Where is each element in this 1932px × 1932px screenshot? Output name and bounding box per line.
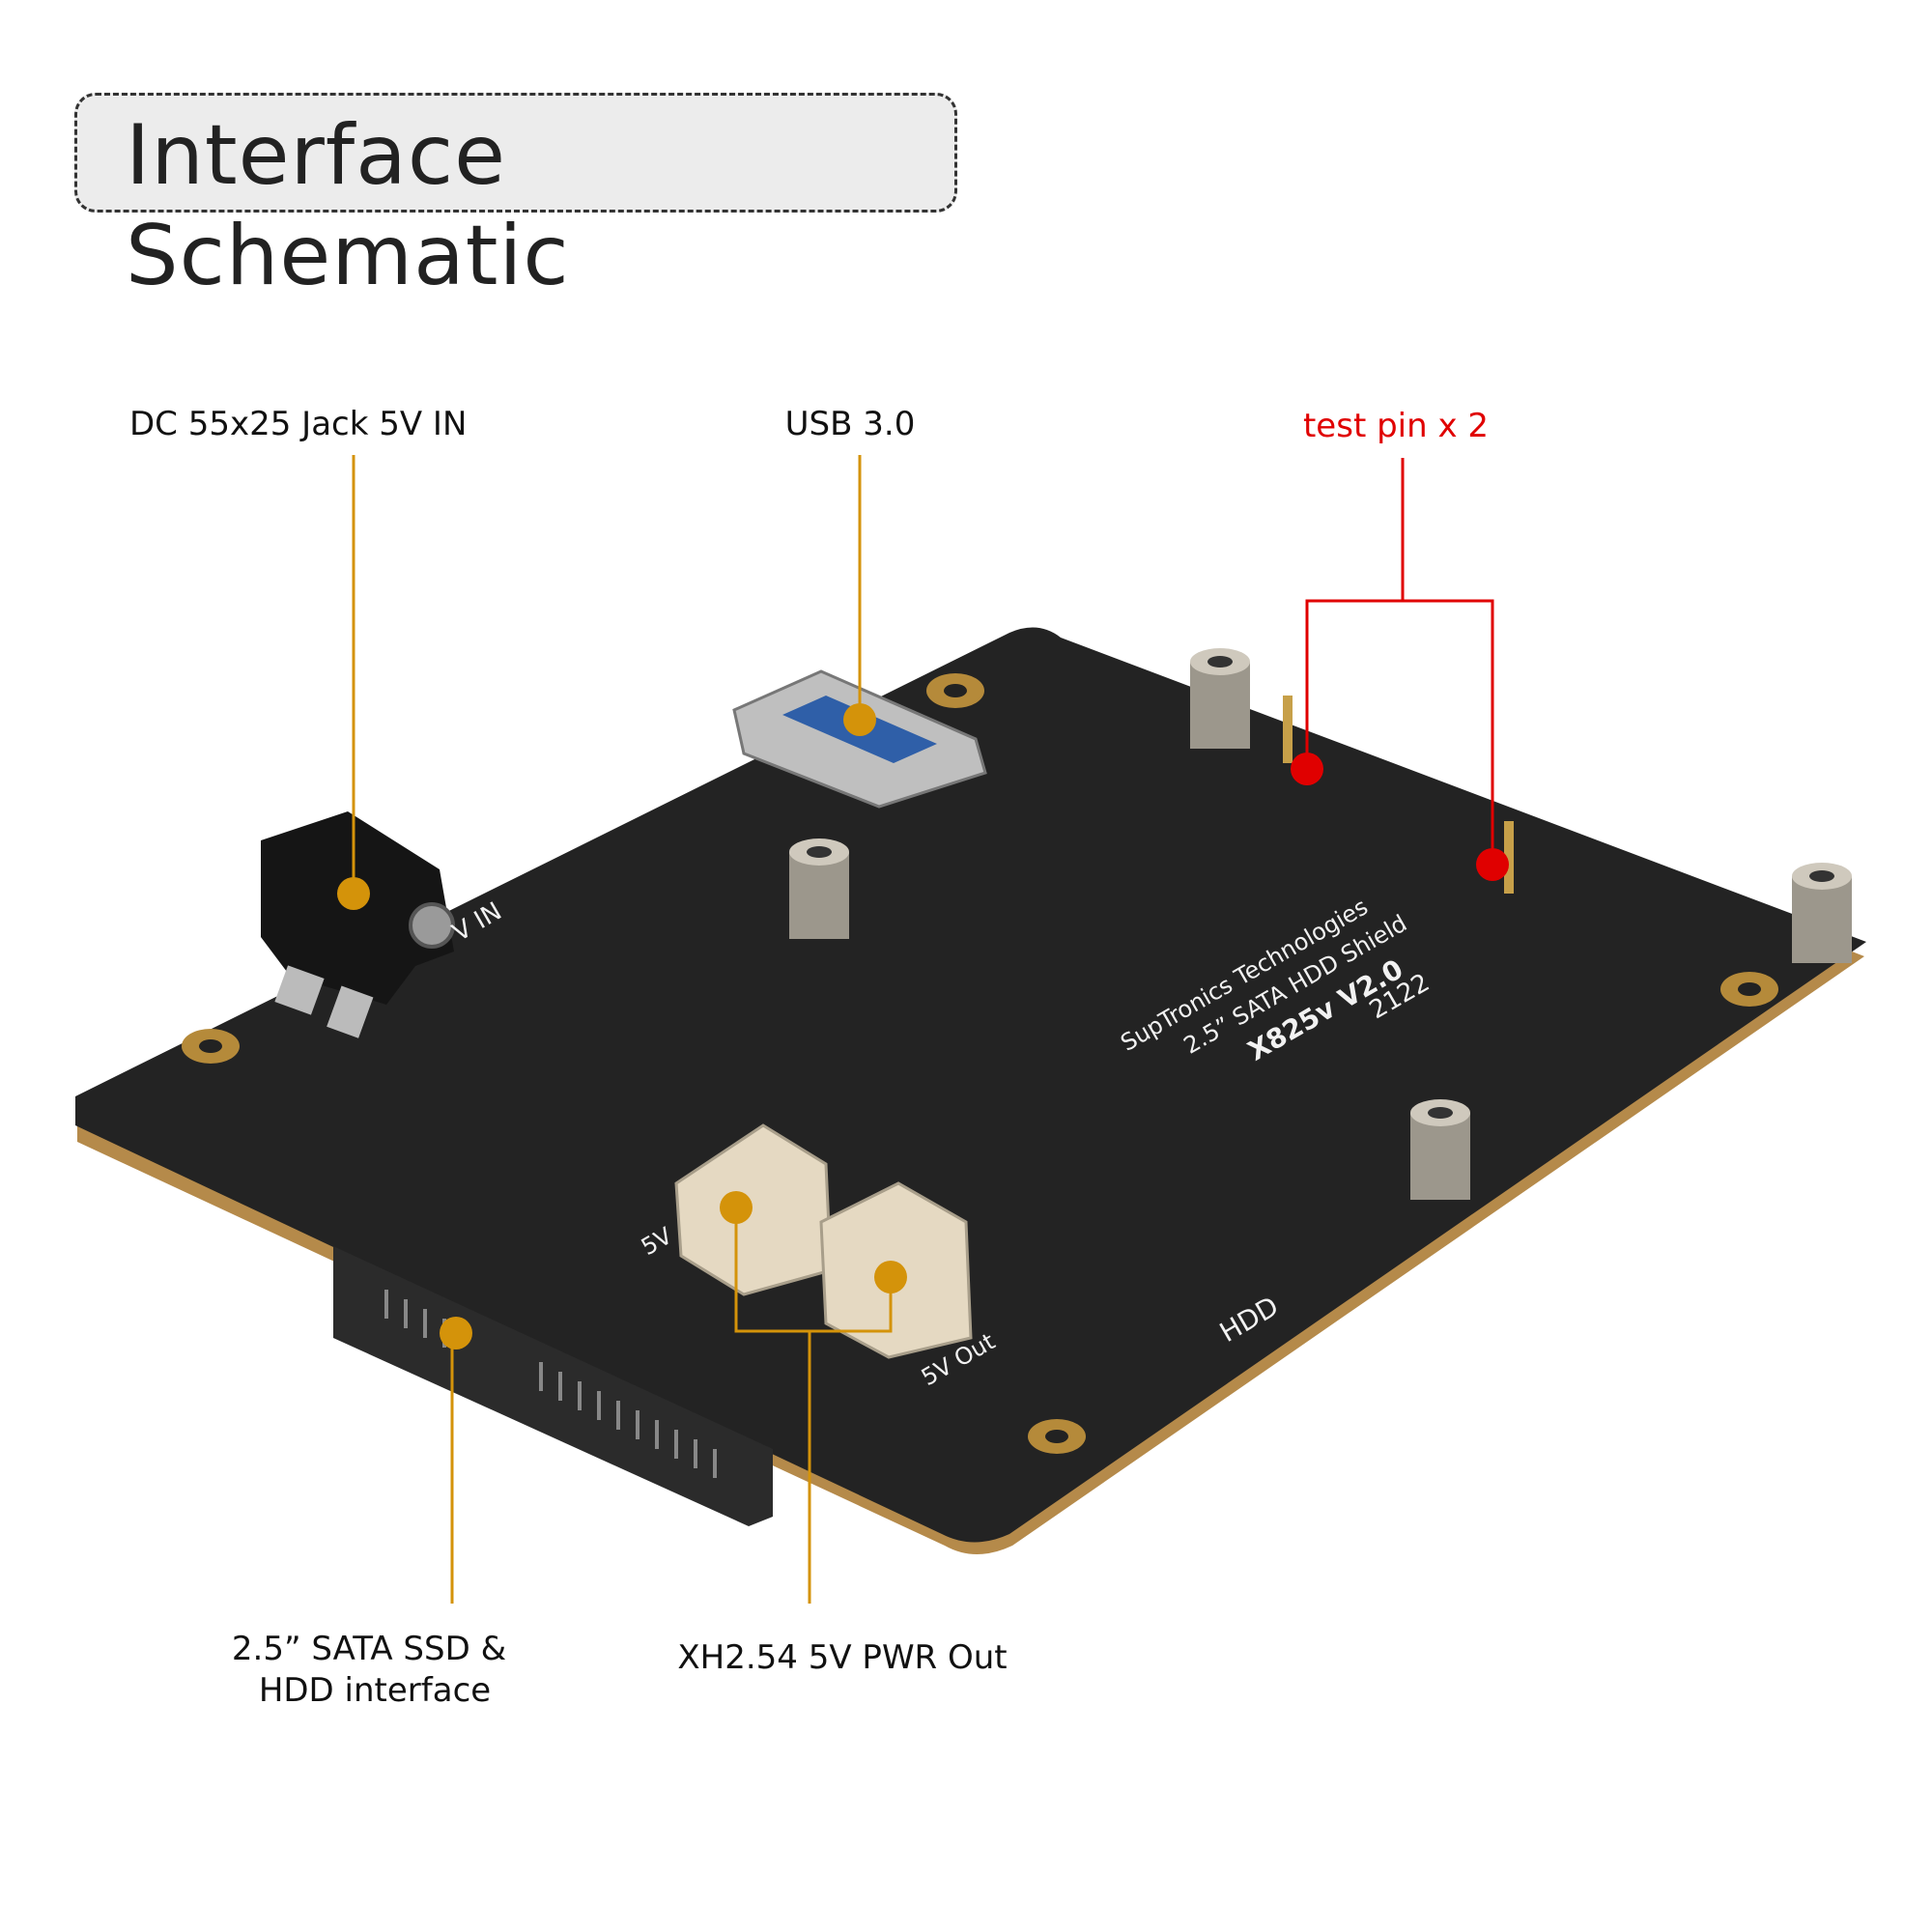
page-title: Interface Schematic [126, 107, 570, 304]
test-pin-lines [1305, 458, 1494, 865]
test-pin-dots [1291, 753, 1509, 881]
pcb-board [75, 627, 1866, 1543]
sata-connector [333, 1246, 773, 1526]
standoffs [789, 648, 1852, 1200]
title-box: Interface Schematic [74, 93, 957, 304]
dc-jack-pin [409, 902, 455, 949]
test-pin-2 [1504, 821, 1514, 894]
label-sata-line2: HDD interface [258, 1671, 492, 1710]
label-usb: USB 3.0 [784, 405, 916, 443]
callout-lines [352, 455, 893, 1604]
mounting-hole-centers [199, 684, 1761, 1443]
label-xh: XH2.54 5V PWR Out [677, 1638, 1008, 1677]
label-dc-jack: DC 55x25 Jack 5V IN [129, 405, 468, 443]
label-sata-line1: 2.5” SATA SSD & [231, 1630, 507, 1668]
callout-dots [337, 703, 907, 1350]
dc-jack-tab-2 [327, 985, 374, 1038]
test-pin-1 [1283, 696, 1293, 763]
label-test-pin: test pin x 2 [1302, 407, 1490, 445]
dc-jack-tab [274, 965, 325, 1015]
